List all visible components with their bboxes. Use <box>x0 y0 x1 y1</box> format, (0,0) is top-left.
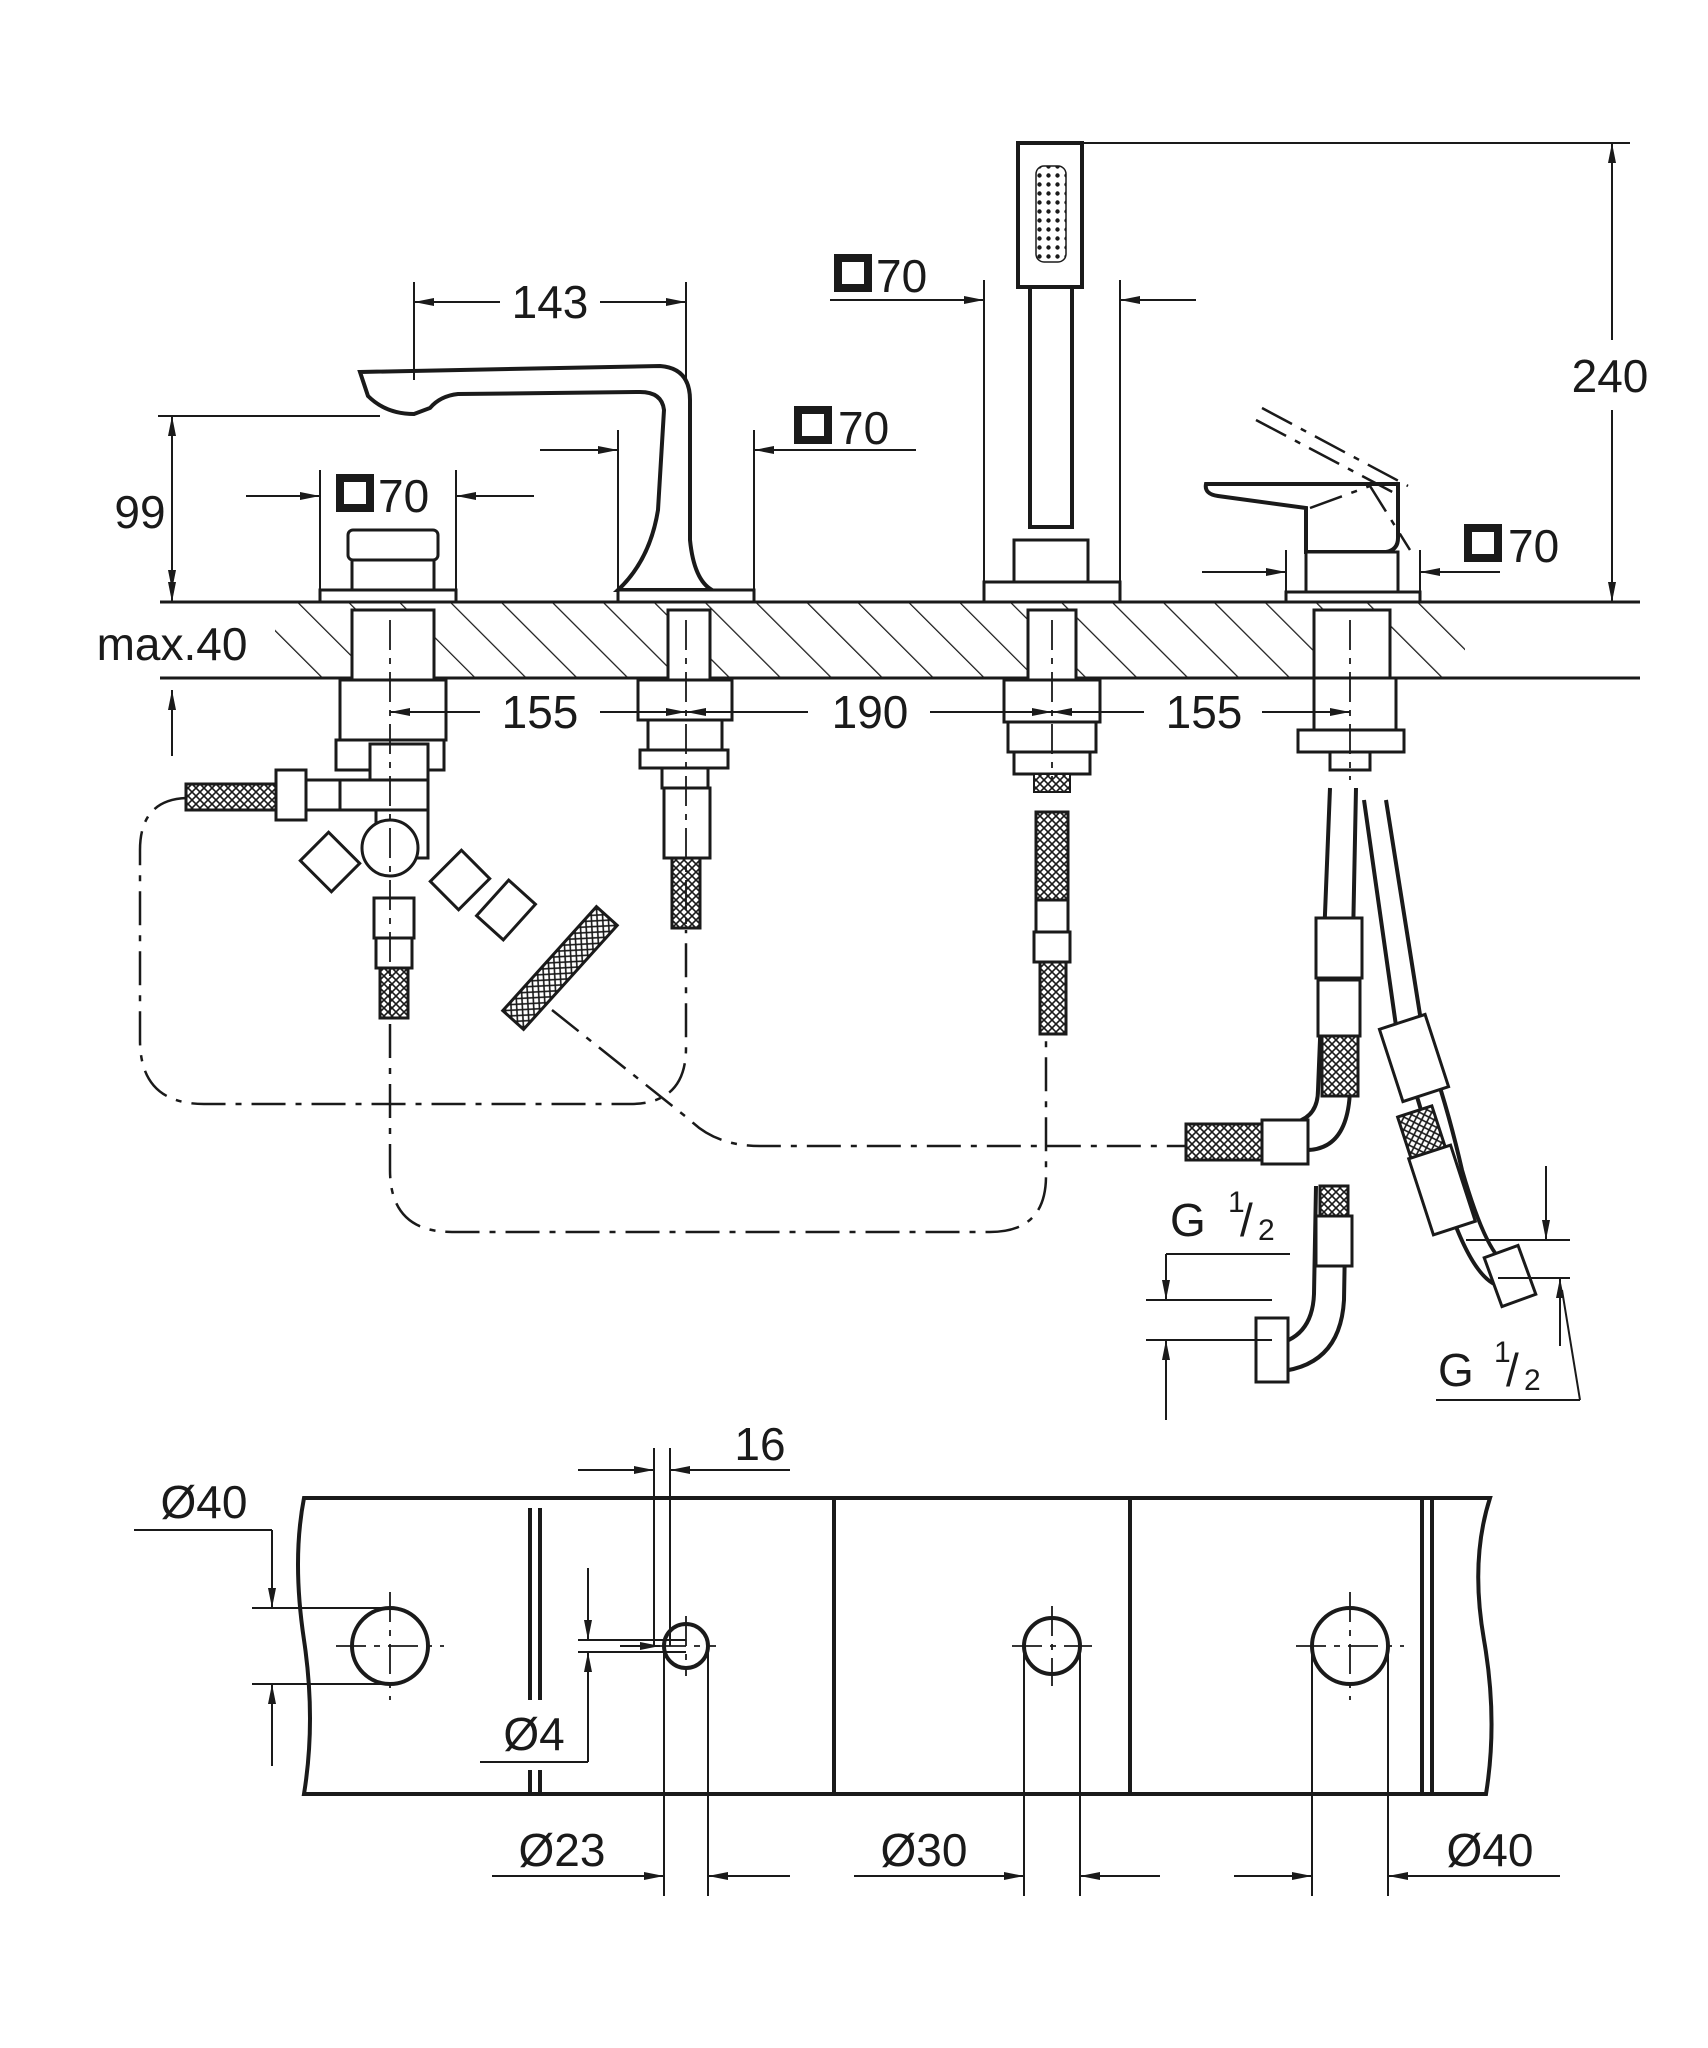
dim-dia40-right: Ø40 <box>1234 1646 1560 1896</box>
dim-sq70-shower: 70 <box>830 250 1196 582</box>
dim-99: 99 <box>114 415 380 590</box>
thread-g12-left: G 1 / 2 <box>1146 1186 1290 1420</box>
sq70-knob-label: 70 <box>378 470 429 522</box>
g-left-denominator: 2 <box>1258 1214 1275 1247</box>
sq70-shower-label: 70 <box>876 250 927 302</box>
mounting-surface <box>160 600 1640 680</box>
dim-max40-label: max.40 <box>97 618 248 670</box>
diverter-knob <box>318 528 458 772</box>
mixer <box>1203 406 1422 772</box>
dim-dia40-left: Ø40 <box>134 1476 390 1766</box>
dim-dia30: Ø30 <box>854 1646 1160 1896</box>
dim-155-left-label: 155 <box>502 686 579 738</box>
g-right-numerator: 1 <box>1494 1336 1511 1369</box>
g-left-numerator: 1 <box>1228 1186 1245 1219</box>
square-section-symbol-icon <box>834 254 872 292</box>
dim-spacing: 155 190 155 <box>390 686 1350 738</box>
dim-16: 16 <box>578 1418 790 1646</box>
dia40-left-label: Ø40 <box>161 1476 248 1528</box>
dim-99-label: 99 <box>114 486 165 538</box>
dia23-label: Ø23 <box>519 1824 606 1876</box>
hand-shower <box>982 141 1122 1036</box>
hose-connections <box>138 796 1186 1234</box>
square-section-symbol-icon <box>794 406 832 444</box>
dim-dia23: Ø23 <box>492 1646 790 1896</box>
dim-sq70-spout: 70 <box>540 402 916 590</box>
valve-block <box>184 742 620 1032</box>
g-right-denominator: 2 <box>1524 1364 1541 1397</box>
dim-240: 240 <box>1082 142 1649 603</box>
svg-text:/: / <box>1240 1194 1253 1246</box>
dia4-label: Ø4 <box>503 1708 564 1760</box>
dim-240-label: 240 <box>1572 350 1649 402</box>
mixer-hoses <box>1184 787 1538 1384</box>
g-left-label: G <box>1170 1194 1206 1246</box>
dim-sq70-mixer: 70 <box>1202 520 1559 592</box>
dim-sq70-knob: 70 <box>246 470 534 602</box>
center-lines <box>389 620 1351 1020</box>
square-section-symbol-icon <box>1464 524 1502 562</box>
dim-dia4: Ø4 <box>480 1568 686 1763</box>
sq70-spout-label: 70 <box>838 402 889 454</box>
dim-143-label: 143 <box>512 276 589 328</box>
dim-190-label: 190 <box>832 686 909 738</box>
dim-16-label: 16 <box>734 1418 785 1470</box>
square-section-symbol-icon <box>336 474 374 512</box>
dim-143: 143 <box>413 276 687 380</box>
dia30-label: Ø30 <box>881 1824 968 1876</box>
thread-g12-right: G 1 / 2 <box>1436 1166 1581 1401</box>
dim-155-right-label: 155 <box>1166 686 1243 738</box>
dim-max40: max.40 <box>97 560 248 756</box>
g-right-label: G <box>1438 1344 1474 1396</box>
dia40-right-label: Ø40 <box>1447 1824 1534 1876</box>
svg-text:/: / <box>1506 1344 1519 1396</box>
spout <box>357 363 756 930</box>
sq70-mixer-label: 70 <box>1508 520 1559 572</box>
